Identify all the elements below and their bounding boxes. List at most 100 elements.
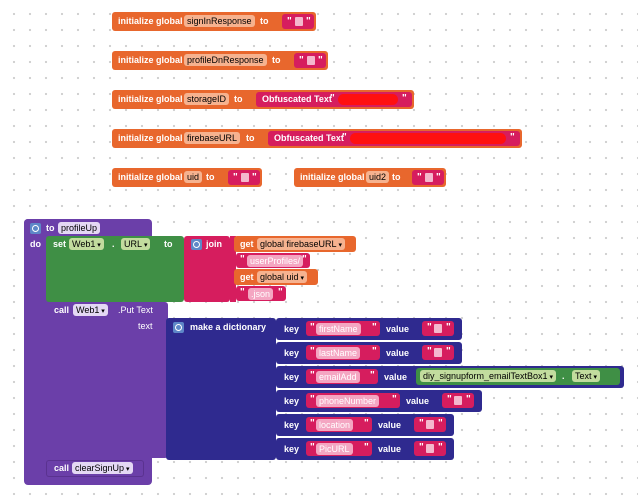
key-text-field[interactable]: emailAdd <box>316 371 360 383</box>
open-quote: " <box>427 346 432 357</box>
global-uid-block[interactable]: initialize global uid to " " <box>112 168 262 187</box>
key-label: key <box>284 420 300 430</box>
close-quote: " <box>370 370 375 381</box>
value-text-block[interactable]: " " <box>414 417 446 432</box>
variable-name-field[interactable]: uid <box>184 171 203 183</box>
pair-block[interactable]: key " PicURL " value " " <box>276 438 454 460</box>
component-dropdown[interactable]: Web1 <box>73 304 108 316</box>
key-text-block[interactable]: " phoneNumber " <box>306 393 400 408</box>
variable-name-field[interactable]: profileDnResponse <box>184 54 267 66</box>
property-dropdown[interactable]: Text <box>572 370 600 382</box>
global-signinresponse-block[interactable]: initialize global signInResponse to " " <box>112 12 316 31</box>
procedure-header: to profileUp <box>24 219 106 237</box>
close-quote: " <box>438 418 443 429</box>
redacted-value[interactable] <box>338 94 398 105</box>
component-dropdown[interactable]: diy_signupform_emailTextBox1 <box>420 370 557 382</box>
text-value-field[interactable]: userProfiles/ <box>247 255 304 267</box>
procedure-name-field[interactable]: profileUp <box>58 222 101 234</box>
close-quote: " <box>278 287 283 298</box>
pair-block[interactable]: key " phoneNumber " value " " <box>276 390 482 412</box>
mutator-gear-icon[interactable] <box>30 223 41 234</box>
get-uid-block[interactable]: get global uid <box>234 269 318 285</box>
variable-name-field[interactable]: uid2 <box>366 171 390 183</box>
make-dictionary-block[interactable]: make a dictionary <box>166 318 276 460</box>
key-text-field[interactable]: phoneNumber <box>316 395 380 407</box>
empty-text-block[interactable]: " " <box>294 53 326 68</box>
variable-dropdown[interactable]: global firebaseURL <box>257 238 346 250</box>
dictionary-gear-icon[interactable] <box>173 322 184 333</box>
call-clearsignup-block[interactable]: call clearSignUp <box>46 460 144 477</box>
obfuscated-text-block[interactable]: Obfuscated Text " " <box>256 92 412 107</box>
get-firebaseurl-block[interactable]: get global firebaseURL <box>234 236 356 252</box>
global-storageid-block[interactable]: initialize global storageID to Obfuscate… <box>112 90 414 109</box>
close-quote: " <box>364 418 369 429</box>
close-quote: " <box>372 322 377 333</box>
global-firebaseurl-block[interactable]: initialize global firebaseURL to Obfusca… <box>112 129 522 148</box>
variable-dropdown[interactable]: global uid <box>257 271 307 283</box>
obfuscated-text-block[interactable]: Obfuscated Text " " <box>268 131 520 146</box>
key-text-field[interactable]: firstName <box>316 323 361 335</box>
call-label: call <box>54 305 70 315</box>
key-text-field[interactable]: lastName <box>316 347 361 359</box>
text-value-field[interactable] <box>426 420 434 429</box>
text-value-field[interactable] <box>307 56 315 65</box>
text-value-field[interactable] <box>434 348 442 357</box>
empty-text-block[interactable]: " " <box>228 170 260 185</box>
text-value-field[interactable] <box>426 444 434 453</box>
global-uid2-block[interactable]: initialize global uid2 to " " <box>294 168 446 187</box>
join-block[interactable]: join <box>184 236 230 302</box>
variable-name-field[interactable]: storageID <box>184 93 230 105</box>
obfuscated-text-label: Obfuscated Text <box>262 94 332 104</box>
close-quote: " <box>446 322 451 333</box>
text-value-field[interactable] <box>454 396 462 405</box>
value-label: value <box>378 444 402 454</box>
component-dropdown[interactable]: Web1 <box>69 238 104 250</box>
join-gear-icon[interactable] <box>191 239 202 250</box>
to-label: to <box>392 172 401 182</box>
key-text-block[interactable]: " firstName " <box>306 321 380 336</box>
empty-text-block[interactable]: " " <box>282 14 314 29</box>
key-text-block[interactable]: " emailAdd " <box>306 369 378 384</box>
text-userprofiles-block[interactable]: " userProfiles/ " <box>236 253 310 268</box>
text-value-field[interactable] <box>241 173 249 182</box>
open-quote: " <box>330 93 335 104</box>
to-label: to <box>260 16 269 26</box>
redacted-value[interactable] <box>350 133 506 144</box>
value-text-block[interactable]: " " <box>442 393 474 408</box>
close-quote: " <box>402 93 407 104</box>
property-dropdown[interactable]: URL <box>121 238 151 250</box>
close-quote: " <box>438 442 443 453</box>
key-text-field[interactable]: PicURL <box>316 443 353 455</box>
text-value-field[interactable] <box>434 324 442 333</box>
set-web1-url-block[interactable]: set Web1 . URL to <box>46 236 184 302</box>
value-text-block[interactable]: " " <box>422 345 454 360</box>
key-text-block[interactable]: " PicURL " <box>306 441 372 456</box>
text-value-field[interactable] <box>295 17 303 26</box>
value-label: value <box>386 324 410 334</box>
text-json-block[interactable]: " .json " <box>236 286 286 301</box>
text-value-field[interactable]: .json <box>248 288 274 300</box>
key-label: key <box>284 324 300 334</box>
call-web1-puttext-block[interactable]: call Web1 .Put Text text <box>46 302 168 458</box>
to-label: to <box>246 133 255 143</box>
global-profilednresponse-block[interactable]: initialize global profileDnResponse to "… <box>112 51 328 70</box>
pair-block[interactable]: key " location " value " " <box>276 414 454 436</box>
to-label: to <box>272 55 281 65</box>
empty-text-block[interactable]: " " <box>412 170 444 185</box>
pair-block[interactable]: key " firstName " value " " <box>276 318 462 340</box>
key-text-field[interactable]: location <box>316 419 354 431</box>
value-text-block[interactable]: " " <box>422 321 454 336</box>
key-text-block[interactable]: " lastName " <box>306 345 380 360</box>
close-quote: " <box>306 16 311 27</box>
component-getter-block[interactable]: diy_signupform_emailTextBox1 . Text <box>416 368 620 385</box>
initialize-global-label: initialize global <box>118 94 183 104</box>
text-value-field[interactable] <box>425 173 433 182</box>
variable-name-field[interactable]: signInResponse <box>184 15 255 27</box>
variable-name-field[interactable]: firebaseURL <box>184 132 241 144</box>
do-label: do <box>30 239 41 249</box>
key-text-block[interactable]: " location " <box>306 417 372 432</box>
pair-block[interactable]: key " lastName " value " " <box>276 342 462 364</box>
pair-block[interactable]: key " emailAdd " value diy_signupform_em… <box>276 366 624 388</box>
procedure-dropdown[interactable]: clearSignUp <box>72 462 133 474</box>
value-text-block[interactable]: " " <box>414 441 446 456</box>
